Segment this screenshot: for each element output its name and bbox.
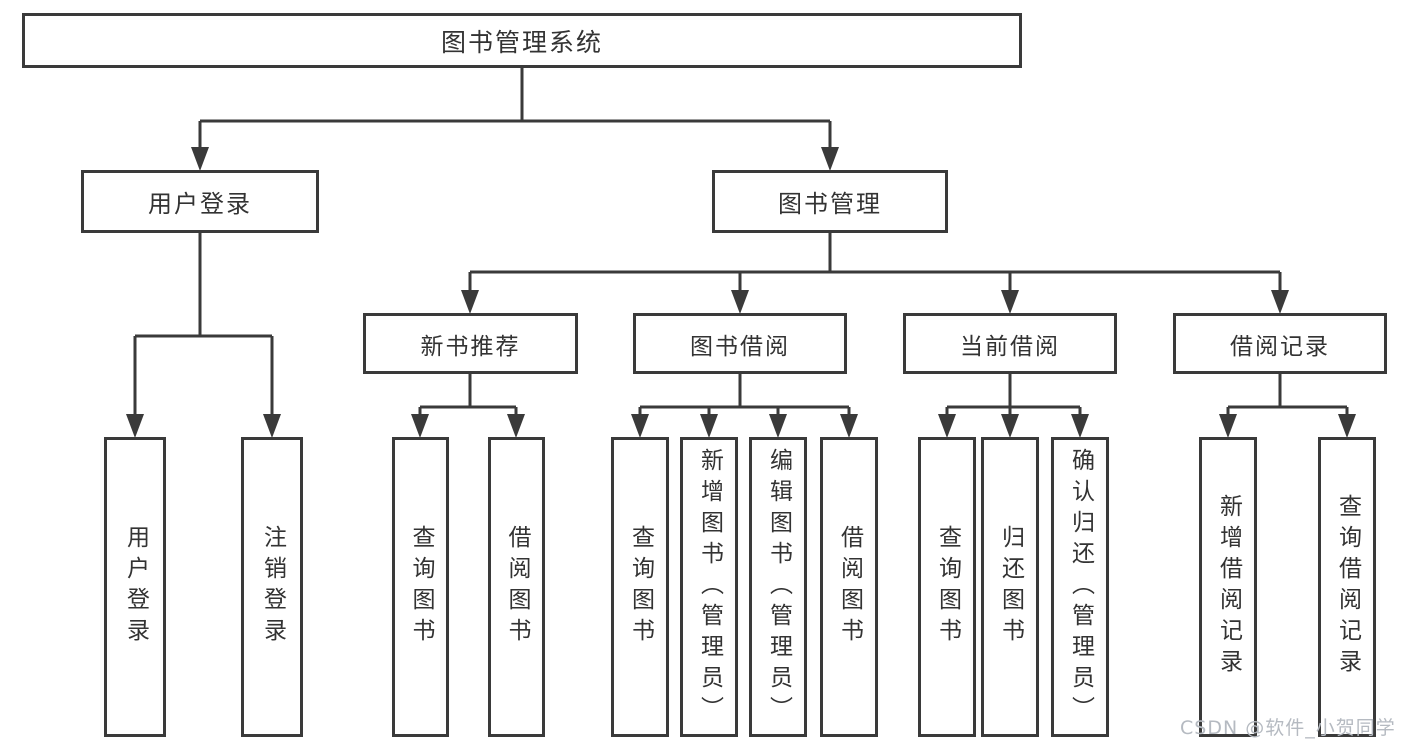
node-current-borrow: 当前借阅 <box>903 313 1117 374</box>
arrowhead-icon <box>461 290 479 314</box>
leaf-currentborrow-query-label: 查询图书 <box>934 525 961 649</box>
node-root-label: 图书管理系统 <box>440 27 603 57</box>
leaf-records-query: 查询借阅记录 <box>1318 437 1376 737</box>
connector-borrowrecords-to-leaves <box>1226 374 1349 416</box>
arrowhead-icon <box>191 147 209 171</box>
leaf-bookborrow-edit-label: 编辑图书（管理员） <box>765 447 792 727</box>
leaf-records-add-label: 新增借阅记录 <box>1215 494 1242 680</box>
node-root: 图书管理系统 <box>22 13 1022 68</box>
leaf-bookborrow-borrow-label: 借阅图书 <box>836 525 863 649</box>
node-current-borrow-label: 当前借阅 <box>960 333 1060 360</box>
node-borrow-records-label: 借阅记录 <box>1230 333 1330 360</box>
leaf-currentborrow-return-label: 归还图书 <box>997 525 1024 649</box>
leaf-currentborrow-query: 查询图书 <box>918 437 976 737</box>
arrowhead-icon <box>1001 414 1019 438</box>
watermark-text: CSDN @软件_小贺同学 <box>1180 717 1396 739</box>
node-new-books-label: 新书推荐 <box>420 333 521 360</box>
node-book-borrow: 图书借阅 <box>633 313 847 374</box>
leaf-newbooks-query: 查询图书 <box>392 437 449 737</box>
leaf-records-query-label: 查询借阅记录 <box>1334 494 1361 680</box>
arrowhead-icon <box>1071 414 1089 438</box>
leaf-logout-label: 注销登录 <box>259 525 286 649</box>
connector-bookmgmt-to-level3 <box>468 233 1282 292</box>
leaf-bookborrow-query: 查询图书 <box>611 437 669 737</box>
node-book-mgmt: 图书管理 <box>712 170 948 233</box>
node-book-mgmt-label: 图书管理 <box>778 190 882 218</box>
arrowhead-icon <box>1001 290 1019 314</box>
arrowhead-icon <box>769 414 787 438</box>
arrowhead-icon <box>700 414 718 438</box>
leaf-user-login: 用户登录 <box>104 437 166 737</box>
leaf-bookborrow-borrow: 借阅图书 <box>820 437 878 737</box>
leaf-user-login-label: 用户登录 <box>122 525 149 649</box>
arrowhead-icon <box>840 414 858 438</box>
connector-bookborrow-to-leaves <box>638 374 851 416</box>
connector-currentborrow-to-leaves <box>945 374 1082 416</box>
arrowhead-icon <box>1219 414 1237 438</box>
arrowhead-icon <box>821 147 839 171</box>
connector-newbooks-to-leaves <box>418 374 518 416</box>
leaf-currentborrow-confirm-label: 确认归还（管理员） <box>1067 447 1094 727</box>
leaf-newbooks-borrow: 借阅图书 <box>488 437 545 737</box>
leaf-bookborrow-add: 新增图书（管理员） <box>680 437 738 737</box>
node-book-borrow-label: 图书借阅 <box>690 333 790 360</box>
arrowhead-icon <box>631 414 649 438</box>
leaf-records-add: 新增借阅记录 <box>1199 437 1257 737</box>
arrowhead-icon <box>1338 414 1356 438</box>
arrowhead-icon <box>731 290 749 314</box>
leaf-bookborrow-add-label: 新增图书（管理员） <box>696 447 723 727</box>
leaf-bookborrow-edit: 编辑图书（管理员） <box>749 437 807 737</box>
leaf-currentborrow-return: 归还图书 <box>981 437 1039 737</box>
leaf-currentborrow-confirm: 确认归还（管理员） <box>1051 437 1109 737</box>
leaf-newbooks-borrow-label: 借阅图书 <box>504 525 530 649</box>
leaf-logout: 注销登录 <box>241 437 303 737</box>
arrowhead-icon <box>263 414 281 438</box>
arrowhead-icon <box>507 414 525 438</box>
connector-root-to-level2 <box>198 68 832 149</box>
node-new-books: 新书推荐 <box>363 313 578 374</box>
node-user-login-label: 用户登录 <box>148 190 252 218</box>
leaf-newbooks-query-label: 查询图书 <box>408 525 434 649</box>
arrowhead-icon <box>411 414 429 438</box>
arrowhead-icon <box>938 414 956 438</box>
arrowhead-icon <box>1271 290 1289 314</box>
leaf-bookborrow-query-label: 查询图书 <box>627 525 654 649</box>
arrowhead-icon <box>126 414 144 438</box>
connector-userlogin-to-leaves <box>133 233 274 416</box>
node-borrow-records: 借阅记录 <box>1173 313 1387 374</box>
node-user-login: 用户登录 <box>81 170 319 233</box>
